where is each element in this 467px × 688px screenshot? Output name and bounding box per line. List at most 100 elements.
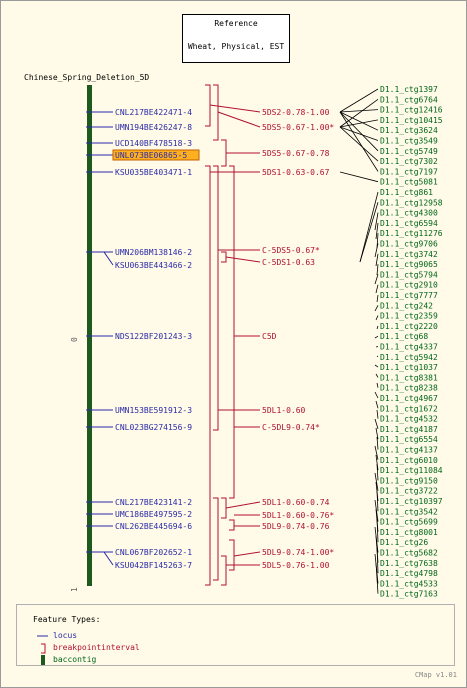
- contig-row[interactable]: D1.1_ctg11084: [375, 454, 443, 475]
- contig-row[interactable]: D1.1_ctg4300: [374, 209, 438, 231]
- breakpoint-row[interactable]: 5DS1-0.63-0.67: [210, 168, 330, 177]
- breakpoint-label[interactable]: 5DS1-0.63-0.67: [262, 168, 330, 177]
- contig-label[interactable]: D1.1_ctg3624: [380, 126, 438, 135]
- locus-label[interactable]: CNL217BE422471-4: [115, 108, 192, 117]
- contig-label[interactable]: D1.1_ctg9150: [380, 476, 438, 485]
- contig-label[interactable]: D1.1_ctg6764: [380, 95, 438, 104]
- contig-label[interactable]: D1.1_ctg3542: [380, 507, 438, 516]
- contig-label[interactable]: D1.1_ctg4533: [380, 579, 438, 588]
- breakpoint-label[interactable]: 5DL9-0.74-1.00*: [262, 548, 334, 557]
- contig-row[interactable]: D1.1_ctg7163: [375, 562, 438, 599]
- contig-row[interactable]: D1.1_ctg4137: [376, 436, 438, 455]
- breakpoint-row[interactable]: 5DS5-0.67-0.78: [226, 149, 330, 158]
- contig-label[interactable]: D1.1_ctg6010: [380, 456, 438, 465]
- contig-row[interactable]: D1.1_ctg6010: [374, 445, 438, 465]
- contig-row[interactable]: D1.1_ctg7302: [339, 126, 438, 166]
- contig-row[interactable]: D1.1_ctg9706: [374, 240, 438, 258]
- locus-label[interactable]: UCD140BF478518-3: [115, 139, 192, 148]
- contig-label[interactable]: D1.1_ctg5682: [380, 549, 438, 558]
- contig-row[interactable]: D1.1_ctg12416: [339, 106, 443, 115]
- contig-label[interactable]: D1.1_ctg6554: [380, 435, 438, 444]
- breakpoint-row[interactable]: 5DL9-0.74-0.76: [234, 522, 330, 531]
- contig-row[interactable]: D1.1_ctg2359: [375, 312, 438, 321]
- locus-row[interactable]: CNL217BE423141-2: [86, 498, 192, 507]
- contig-row[interactable]: D1.1_ctg12958: [359, 198, 443, 263]
- breakpoint-row[interactable]: 5DL1-0.60-0.74: [225, 498, 330, 509]
- contig-row[interactable]: D1.1_ctg7777: [376, 291, 438, 303]
- contig-row[interactable]: D1.1_ctg5749: [339, 111, 438, 156]
- breakpoint-label[interactable]: 5DS2-0.78-1.00: [262, 108, 330, 117]
- breakpoint-row[interactable]: 5DL1-0.60-0.76*: [234, 511, 334, 520]
- reference-box[interactable]: Reference Wheat, Physical, EST: [182, 14, 290, 63]
- breakpoint-label[interactable]: 5DL5-0.76-1.00: [262, 561, 330, 570]
- breakpoint-row[interactable]: 5DS5-0.67-1.00*: [217, 111, 334, 132]
- contig-row[interactable]: D1.1_ctg1397: [339, 85, 438, 113]
- contig-label[interactable]: D1.1_ctg5749: [380, 147, 438, 156]
- contig-row[interactable]: D1.1_ctg861: [359, 188, 433, 263]
- contig-label[interactable]: D1.1_ctg4532: [380, 415, 438, 424]
- locus-row[interactable]: UMN153BE591912-3: [86, 406, 192, 415]
- locus-label[interactable]: KSU063BE443466-2: [115, 261, 192, 270]
- contig-label[interactable]: D1.1_ctg5942: [380, 353, 438, 362]
- contig-row[interactable]: D1.1_ctg26: [376, 517, 428, 547]
- contig-row[interactable]: D1.1_ctg4967: [374, 391, 438, 403]
- locus-label[interactable]: NDS122BF201243-3: [115, 332, 192, 341]
- breakpoint-bracket[interactable]: [229, 539, 235, 571]
- contig-row[interactable]: D1.1_ctg4798: [376, 544, 438, 578]
- breakpoint-row[interactable]: C-5DL9-0.74*: [234, 423, 320, 432]
- contig-label[interactable]: D1.1_ctg2359: [380, 312, 438, 321]
- breakpoint-label[interactable]: C5D: [262, 332, 277, 341]
- contig-row[interactable]: D1.1_ctg4337: [375, 343, 438, 352]
- contig-label[interactable]: D1.1_ctg4798: [380, 569, 438, 578]
- breakpoint-bracket[interactable]: [213, 497, 219, 581]
- contig-label[interactable]: D1.1_ctg861: [380, 188, 433, 197]
- contig-row[interactable]: D1.1_ctg10415: [339, 116, 443, 128]
- locus-row[interactable]: UMC186BE497595-2: [86, 510, 192, 519]
- breakpoint-bracket[interactable]: [229, 519, 235, 531]
- locus-row[interactable]: CNL262BE445694-6: [86, 522, 192, 531]
- contig-label[interactable]: D1.1_ctg4300: [380, 209, 438, 218]
- locus-label[interactable]: UMN206BM138146-2: [115, 248, 192, 257]
- contig-label[interactable]: D1.1_ctg11276: [380, 229, 443, 238]
- breakpoint-bracket[interactable]: [205, 84, 211, 127]
- contig-label[interactable]: D1.1_ctg7163: [380, 590, 438, 599]
- contig-label[interactable]: D1.1_ctg4187: [380, 425, 438, 434]
- breakpoint-label[interactable]: C-5DS1-0.63: [262, 258, 315, 267]
- contig-row[interactable]: D1.1_ctg3624: [339, 111, 438, 135]
- contig-label[interactable]: D1.1_ctg3722: [380, 487, 438, 496]
- breakpoint-row[interactable]: C-5DS5-0.67*: [218, 246, 320, 255]
- contig-row[interactable]: D1.1_ctg1037: [374, 363, 438, 372]
- contig-label[interactable]: D1.1_ctg1397: [380, 85, 438, 94]
- contig-label[interactable]: D1.1_ctg12416: [380, 106, 443, 115]
- contig-label[interactable]: D1.1_ctg4337: [380, 343, 438, 352]
- contig-label[interactable]: D1.1_ctg5699: [380, 518, 438, 527]
- contig-row[interactable]: D1.1_ctg68: [374, 332, 428, 341]
- contig-row[interactable]: D1.1_ctg9065: [376, 260, 438, 276]
- locus-label[interactable]: CNL067BF202652-1: [115, 548, 192, 557]
- contig-label[interactable]: D1.1_ctg7302: [380, 157, 438, 166]
- breakpoint-bracket[interactable]: [213, 84, 219, 141]
- breakpoint-bracket[interactable]: [221, 251, 227, 263]
- breakpoint-label[interactable]: 5DL1-0.60-0.74: [262, 498, 330, 507]
- contig-row[interactable]: D1.1_ctg2910: [375, 281, 438, 294]
- locus-label[interactable]: KSU035BE403471-1: [115, 168, 192, 177]
- contig-row[interactable]: D1.1_ctg9150: [376, 463, 438, 485]
- contig-row[interactable]: D1.1_ctg3742: [375, 250, 438, 267]
- contig-label[interactable]: D1.1_ctg26: [380, 538, 428, 547]
- contig-label[interactable]: D1.1_ctg1672: [380, 404, 438, 413]
- contig-row[interactable]: D1.1_ctg3722: [374, 472, 438, 496]
- breakpoint-bracket[interactable]: [213, 165, 219, 431]
- contig-label[interactable]: D1.1_ctg9065: [380, 260, 438, 269]
- breakpoint-row[interactable]: 5DL5-0.76-1.00: [226, 561, 330, 570]
- contig-row[interactable]: D1.1_ctg4187: [374, 418, 438, 434]
- breakpoint-label[interactable]: 5DL1-0.60-0.76*: [262, 511, 334, 520]
- contig-label[interactable]: D1.1_ctg5081: [380, 178, 438, 187]
- contig-label[interactable]: D1.1_ctg5794: [380, 270, 438, 279]
- locus-label[interactable]: UMN194BE426247-8: [115, 123, 192, 132]
- locus-row[interactable]: CNL217BE422471-4: [86, 108, 192, 117]
- contig-label[interactable]: D1.1_ctg10415: [380, 116, 443, 125]
- contig-row[interactable]: D1.1_ctg6594: [375, 219, 438, 240]
- contig-label[interactable]: D1.1_ctg7638: [380, 559, 438, 568]
- breakpoint-label[interactable]: 5DS5-0.67-1.00*: [262, 123, 334, 132]
- contig-label[interactable]: D1.1_ctg10397: [380, 497, 443, 506]
